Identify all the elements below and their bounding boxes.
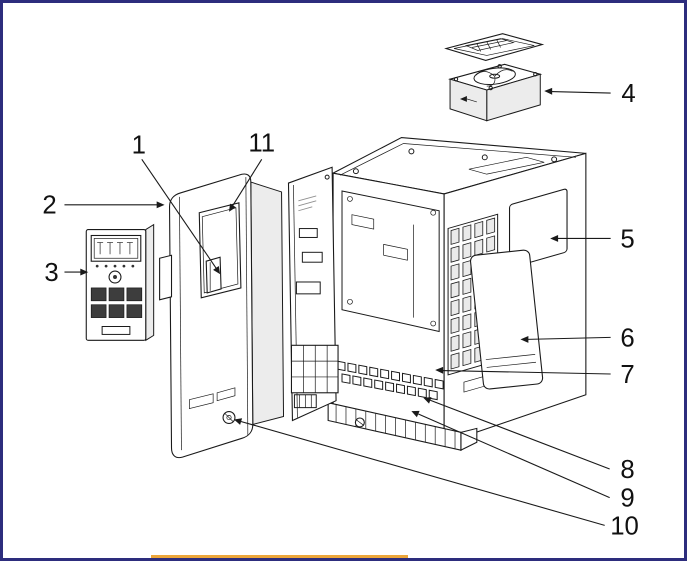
cover-vent-slot	[189, 393, 214, 410]
callout-label-1: 1	[132, 131, 146, 159]
leader-line-7	[435, 366, 611, 375]
leader-line-5	[550, 234, 611, 242]
keypad-led-row	[95, 264, 135, 268]
leader-line-8	[423, 397, 610, 470]
board-terminal-block	[290, 344, 339, 394]
control-board	[287, 166, 339, 422]
board-label	[298, 195, 317, 212]
cover-latch	[205, 256, 222, 294]
bottom-accent-line	[151, 555, 408, 558]
leader-line-10	[233, 418, 605, 526]
keypad-knob	[108, 270, 122, 284]
leader-line-2	[64, 201, 165, 209]
keypad-connector	[101, 326, 131, 335]
callout-label-2: 2	[42, 192, 56, 220]
side-panel	[469, 249, 544, 390]
leader-line-9	[411, 410, 610, 499]
leader-line-3	[64, 268, 89, 276]
callout-label-4: 4	[621, 80, 635, 108]
fan-rotor	[473, 67, 516, 85]
callout-label-11: 11	[248, 129, 275, 157]
callout-label-7: 7	[620, 361, 634, 389]
keypad-buttons	[90, 287, 143, 318]
side-label-area	[508, 188, 568, 269]
leader-line-6	[520, 336, 611, 343]
chassis-front-recess	[341, 190, 440, 333]
leader-line-11	[229, 159, 263, 212]
callout-label-3: 3	[44, 259, 58, 287]
callout-label-5: 5	[620, 225, 634, 253]
keypad-unit	[85, 223, 155, 342]
main-chassis	[331, 136, 587, 445]
exploded-view-drawing: 1 2 3 4 5 6 7 8 9 10 11	[42, 33, 639, 540]
callout-label-10: 10	[610, 512, 639, 540]
keypad-display	[90, 234, 142, 262]
callout-label-6: 6	[620, 324, 634, 352]
leader-line-4	[544, 87, 611, 95]
terminal-cover	[327, 401, 478, 452]
cover-side-clip	[159, 254, 173, 301]
callout-label-9: 9	[620, 485, 634, 513]
cover-vent-slot	[216, 387, 236, 402]
fan-cover-plate	[444, 33, 545, 61]
airflow-arrow-icon	[459, 95, 467, 102]
fan-unit	[448, 63, 543, 122]
cover-screw	[222, 411, 236, 424]
fan-grille	[464, 38, 515, 51]
callout-labels: 1 2 3 4 5 6 7 8 9 10 11	[42, 80, 638, 540]
front-cover	[159, 173, 285, 459]
terminal-cover-tab	[460, 427, 478, 452]
leader-line-1	[141, 159, 221, 275]
cover-opening	[198, 202, 242, 299]
fan-mount-opening	[468, 156, 545, 175]
callout-label-8: 8	[620, 456, 634, 484]
leader-lines	[64, 87, 611, 526]
